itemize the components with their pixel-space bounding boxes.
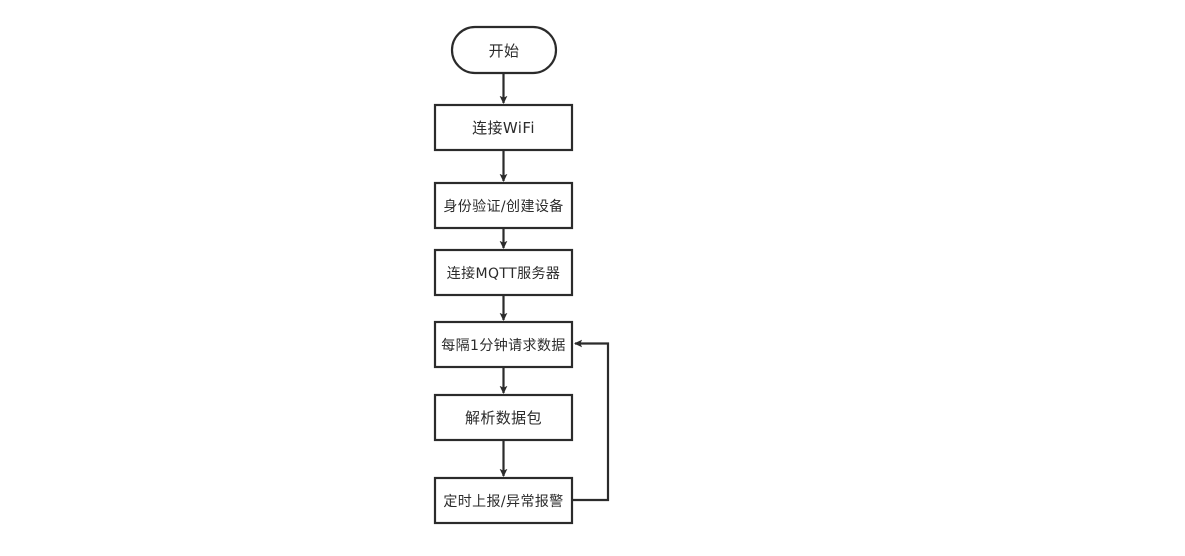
edge-report-and-alarm-loop-back xyxy=(572,339,610,502)
node-shape-report-and-alarm[interactable] xyxy=(433,476,574,525)
node-shape-auth-create-device[interactable] xyxy=(433,181,574,230)
node-shapes xyxy=(433,25,574,525)
node-shape-parse-packet[interactable] xyxy=(433,393,574,442)
node-shape-connect-mqtt[interactable] xyxy=(433,248,574,297)
node-shape-start[interactable] xyxy=(450,25,558,75)
node-shape-connect-wifi[interactable] xyxy=(433,103,574,152)
node-shape-request-data-every-minute[interactable] xyxy=(433,320,574,369)
edges xyxy=(499,73,610,502)
